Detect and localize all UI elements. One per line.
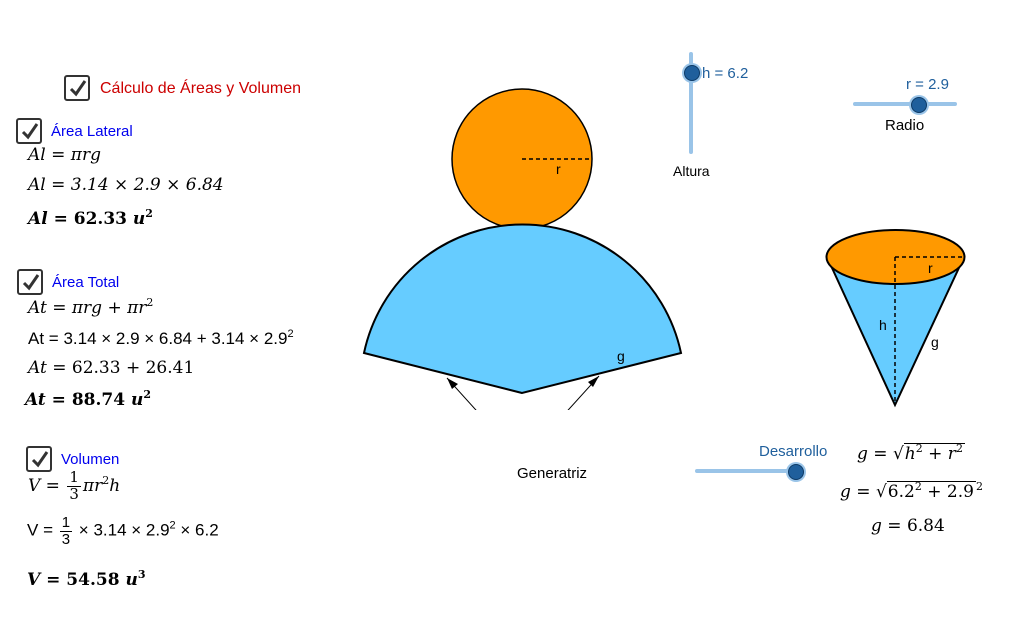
generatrix-result: g = 6.84 bbox=[871, 516, 945, 536]
lateral-area-label: Área Lateral bbox=[51, 123, 133, 140]
lateral-formula-1: Al = πrg bbox=[28, 145, 101, 165]
volume-label: Volumen bbox=[61, 451, 120, 468]
height-slider-track[interactable] bbox=[689, 52, 693, 154]
development-slider-caption: Desarrollo bbox=[759, 443, 828, 460]
net-sector-g-label: g bbox=[617, 348, 625, 364]
volume-result: V = 54.58 u3 bbox=[27, 568, 146, 590]
check-icon bbox=[22, 274, 40, 291]
lateral-area-checkbox[interactable] bbox=[16, 118, 42, 144]
cone-net-figure bbox=[362, 88, 683, 410]
check-icon bbox=[21, 123, 39, 140]
radius-slider-track[interactable] bbox=[853, 102, 957, 106]
calc-checkbox[interactable] bbox=[64, 75, 90, 101]
total-area-label: Área Total bbox=[52, 274, 120, 291]
cone-figure bbox=[825, 229, 966, 408]
total-result: At = 88.74 u2 bbox=[25, 388, 152, 410]
total-formula-2: At = 3.14 × 2.9 × 6.84 + 3.14 × 2.92 bbox=[28, 328, 294, 349]
height-slider-value: h = 6.2 bbox=[702, 65, 749, 82]
generatrix-formula-1: g = √h2 + r2 bbox=[857, 442, 965, 464]
lateral-result: Al = 62.33 u2 bbox=[28, 207, 153, 229]
height-slider-knob[interactable] bbox=[684, 65, 700, 81]
radius-slider-knob[interactable] bbox=[911, 97, 927, 113]
net-lateral-sector bbox=[362, 223, 683, 395]
arrow-head-right bbox=[588, 376, 599, 387]
cone-radius-label: r bbox=[928, 260, 933, 276]
generatrix-arrow-right bbox=[567, 375, 600, 410]
cone-height-label: h bbox=[879, 317, 887, 333]
calc-checkbox-label: Cálculo de Áreas y Volumen bbox=[100, 80, 301, 97]
development-slider-track[interactable] bbox=[695, 469, 799, 473]
generatrix-arrow-left bbox=[446, 377, 477, 410]
total-formula-1: At = πrg + πr2 bbox=[28, 296, 154, 318]
net-radius-label: r bbox=[556, 161, 561, 177]
radius-slider-value: r = 2.9 bbox=[906, 76, 949, 93]
total-formula-3: At = 62.33 + 26.41 bbox=[28, 358, 195, 378]
radius-slider-caption: Radio bbox=[885, 117, 925, 134]
development-slider-knob[interactable] bbox=[788, 464, 804, 480]
height-slider-caption: Altura bbox=[673, 163, 710, 179]
total-area-checkbox[interactable] bbox=[17, 269, 43, 295]
generatrix-label: Generatriz bbox=[517, 465, 588, 482]
lateral-formula-2: Al = 3.14 × 2.9 × 6.84 bbox=[28, 175, 224, 195]
check-icon bbox=[69, 80, 87, 97]
volume-checkbox[interactable] bbox=[26, 446, 52, 472]
check-icon bbox=[31, 451, 49, 468]
cone-generatrix-label: g bbox=[931, 334, 939, 350]
arrow-head-left bbox=[447, 378, 458, 389]
